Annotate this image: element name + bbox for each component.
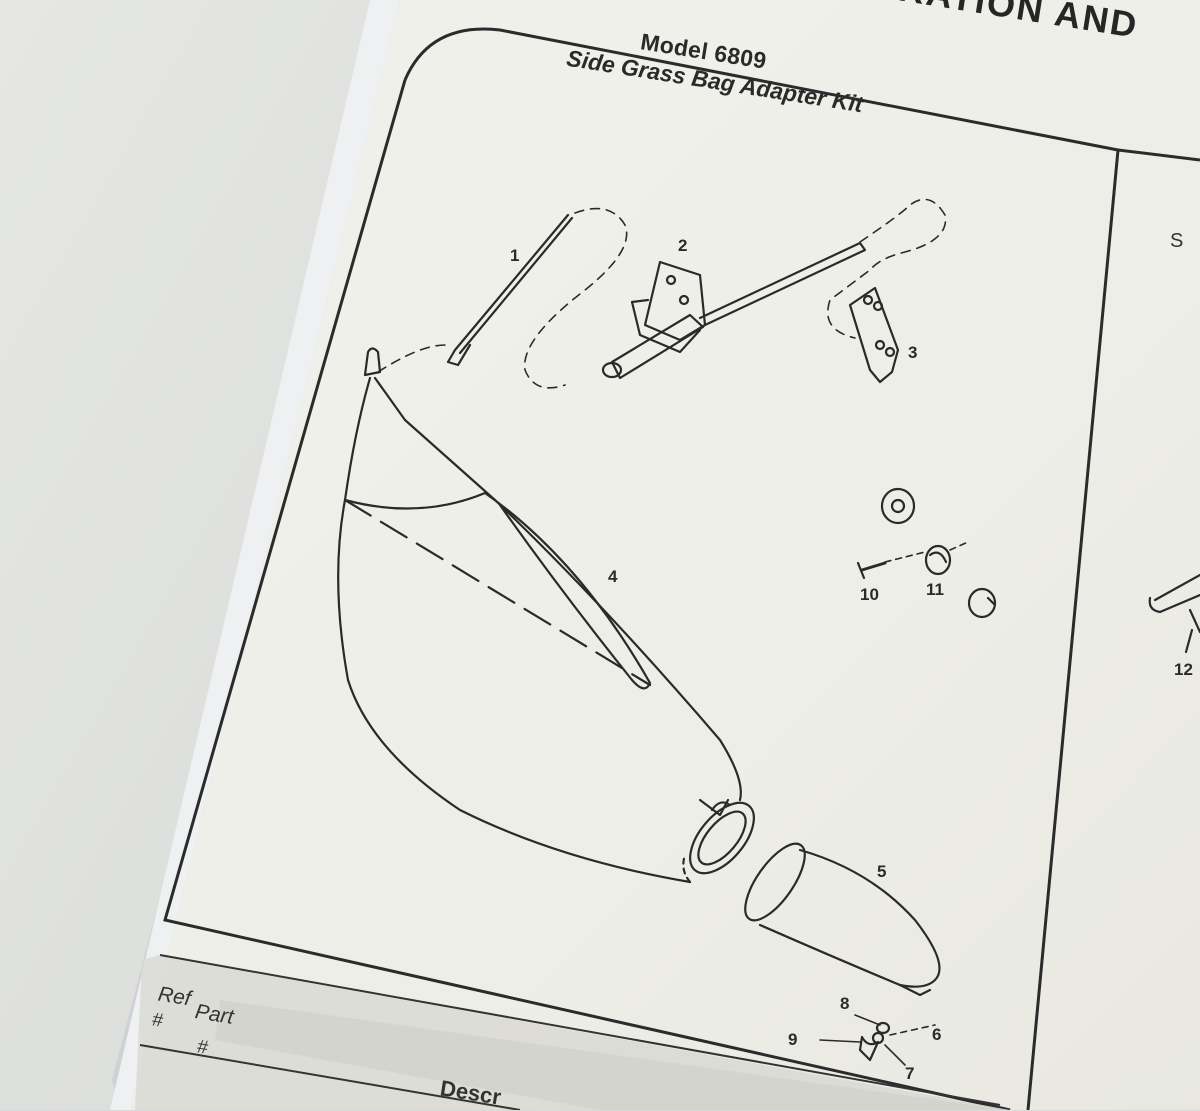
dashed-guide-2 xyxy=(827,198,947,339)
callout-11: 11 xyxy=(926,580,944,599)
diagram-frame xyxy=(163,27,1120,1110)
callout-6: 6 xyxy=(932,1025,942,1044)
right-panel-letter: S xyxy=(1170,230,1184,252)
callout-2: 2 xyxy=(678,236,688,255)
callout-1: 1 xyxy=(510,246,520,265)
part-3-plate xyxy=(848,286,900,384)
callout-10: 10 xyxy=(860,585,879,604)
part-2-bracket xyxy=(601,241,867,380)
callout-5: 5 xyxy=(877,862,887,881)
hardware-parts-6-9 xyxy=(819,1014,936,1066)
dashed-guide-hook xyxy=(377,344,446,373)
table-header-ref: Ref xyxy=(156,982,193,1011)
part-1-rod xyxy=(446,213,574,367)
callout-8: 8 xyxy=(840,994,850,1013)
callout-3: 3 xyxy=(908,343,918,362)
dashed-guide-1 xyxy=(523,207,628,389)
callout-12: 12 xyxy=(1174,660,1193,679)
callout-4: 4 xyxy=(608,567,618,586)
callout-7: 7 xyxy=(905,1064,915,1083)
part-5-chute xyxy=(744,842,941,997)
callout-9: 9 xyxy=(788,1030,798,1049)
hardware-parts-10-11 xyxy=(856,487,997,619)
part-4-bag xyxy=(337,347,755,884)
part-12-partial xyxy=(1148,573,1200,654)
